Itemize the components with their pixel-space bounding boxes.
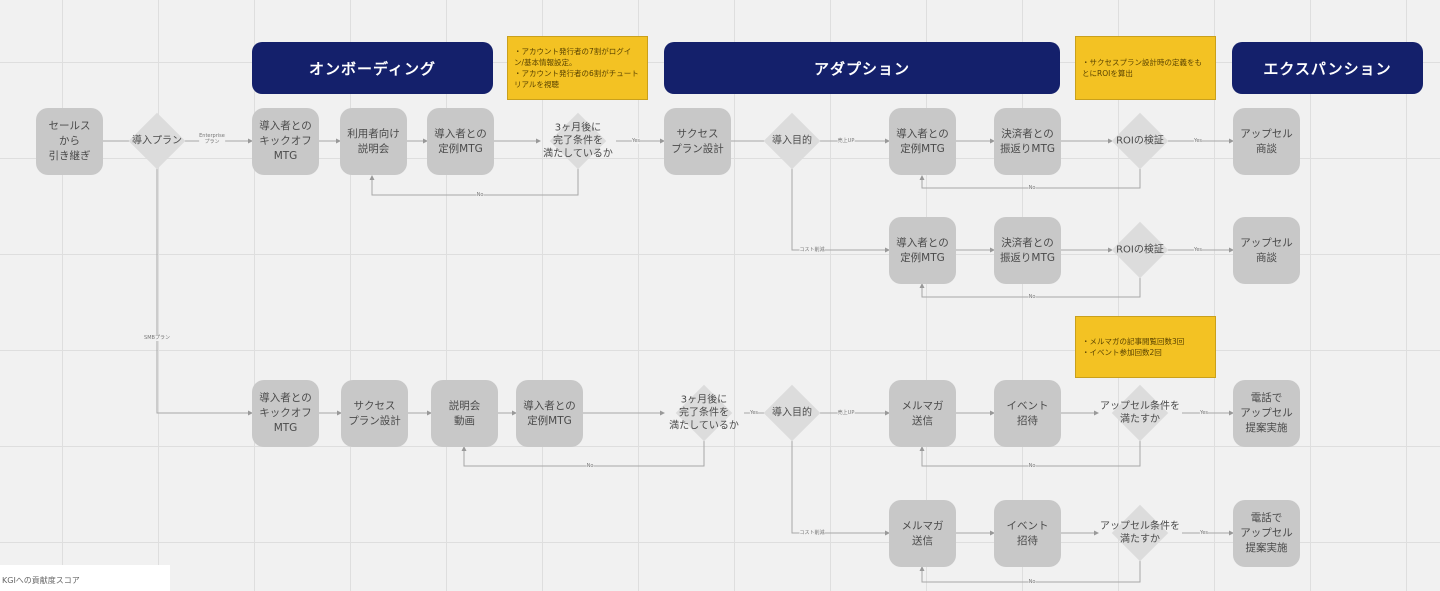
process-node[interactable]: メルマガ 送信: [889, 380, 956, 447]
process-node[interactable]: サクセス プラン設計: [341, 380, 408, 447]
process-node[interactable]: 導入者との 定例MTG: [427, 108, 494, 175]
edge-label: Yes: [1199, 530, 1209, 536]
decision-label: アップセル条件を 満たすか: [1100, 401, 1180, 425]
connector-line: [156, 163, 253, 416]
decision-label: アップセル条件を 満たすか: [1100, 521, 1180, 545]
process-node[interactable]: 導入者との 定例MTG: [516, 380, 583, 447]
process-node[interactable]: セールス から 引き継ぎ: [36, 108, 103, 175]
edge-label: Yes: [1193, 247, 1203, 253]
process-node[interactable]: 導入者との キックオフ MTG: [252, 108, 319, 175]
process-node[interactable]: 決済者との 振返りMTG: [994, 217, 1061, 284]
process-node[interactable]: イベント 招待: [994, 380, 1061, 447]
edge-label: SMBプラン: [144, 335, 170, 341]
edge-label: 売上UP: [837, 138, 855, 144]
decision-label: ROIの検証: [1116, 244, 1164, 256]
edge-label: No: [1028, 185, 1036, 191]
process-node[interactable]: 電話で アップセル 提案実施: [1233, 380, 1300, 447]
edge-label: Yes: [1199, 410, 1209, 416]
edge-label: Yes: [749, 410, 759, 416]
edge-label: No: [476, 192, 484, 198]
decision-label: 3ヶ月後に 完了条件を 満たしているか: [669, 394, 739, 432]
connector-line: [791, 163, 890, 253]
edge-label: 売上UP: [837, 410, 855, 416]
process-node[interactable]: サクセス プラン設計: [664, 108, 731, 175]
edge-label: No: [1028, 294, 1036, 300]
phase-header-expansion: エクスパンション: [1232, 42, 1423, 94]
decision-label: 3ヶ月後に 完了条件を 満たしているか: [543, 122, 613, 160]
process-node[interactable]: イベント 招待: [994, 500, 1061, 567]
edge-label: Yes: [631, 138, 641, 144]
decision-label: 導入目的: [772, 407, 812, 419]
process-node[interactable]: アップセル 商談: [1233, 108, 1300, 175]
connector-line: [369, 163, 579, 196]
edge-label: コスト削減: [799, 530, 825, 536]
process-node[interactable]: 導入者との 定例MTG: [889, 108, 956, 175]
connector-line: [461, 435, 705, 467]
decision-label: ROIの検証: [1116, 135, 1164, 147]
process-node[interactable]: 電話で アップセル 提案実施: [1233, 500, 1300, 567]
score-panel: KGIへの貢献度スコア: [0, 565, 170, 591]
process-node[interactable]: 説明会 動画: [431, 380, 498, 447]
edge-label: No: [1028, 579, 1036, 585]
process-node[interactable]: メルマガ 送信: [889, 500, 956, 567]
process-node[interactable]: 導入者との 定例MTG: [889, 217, 956, 284]
edge-label: Yes: [1193, 138, 1203, 144]
edge-label: コスト削減: [799, 247, 825, 253]
sticky-note[interactable]: ・サクセスプラン設計時の定義をもとにROIを算出: [1075, 36, 1216, 100]
decision-label: 導入プラン: [132, 135, 182, 147]
process-node[interactable]: アップセル 商談: [1233, 217, 1300, 284]
connector-line: [791, 435, 890, 536]
process-node[interactable]: 導入者との キックオフ MTG: [252, 380, 319, 447]
process-node[interactable]: 利用者向け 説明会: [340, 108, 407, 175]
edge-label: No: [586, 463, 594, 469]
sticky-note[interactable]: ・アカウント発行者の7割がログイン/基本情報設定。 ・アカウント発行者の6割がチ…: [507, 36, 648, 100]
sticky-note[interactable]: ・メルマガの記事閲覧回数3回 ・イベント参加回数2回: [1075, 316, 1216, 378]
edge-label: No: [1028, 463, 1036, 469]
decision-label: 導入目的: [772, 135, 812, 147]
edge-label: Enterprise プラン: [199, 133, 225, 145]
process-node[interactable]: 決済者との 振返りMTG: [994, 108, 1061, 175]
phase-header-onboarding: オンボーディング: [252, 42, 493, 94]
score-label: KGIへの貢献度スコア: [2, 576, 80, 585]
phase-header-adoption: アダプション: [664, 42, 1060, 94]
